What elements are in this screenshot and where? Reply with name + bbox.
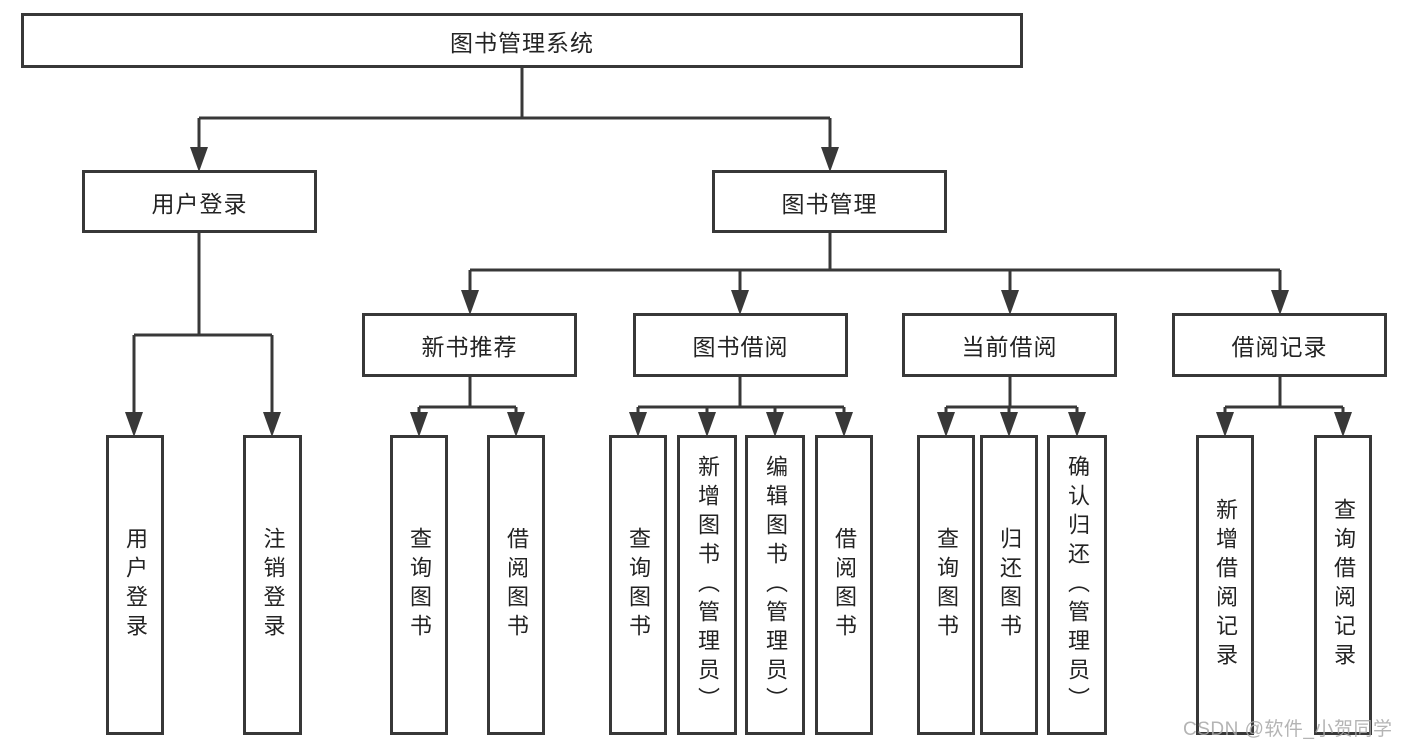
leaf-label: 注销登录 bbox=[260, 527, 286, 643]
arrow-down-icon bbox=[629, 412, 647, 437]
node-label: 图书管理系统 bbox=[450, 29, 594, 56]
arrow-down-icon bbox=[1216, 412, 1234, 437]
node-label: 当前借阅 bbox=[961, 334, 1058, 360]
node-borrow-records: 借阅记录 bbox=[1172, 313, 1387, 377]
leaf-label: 借阅图书 bbox=[832, 527, 857, 643]
node-book-management: 图书管理 bbox=[712, 170, 947, 233]
arrow-down-icon bbox=[263, 412, 281, 437]
arrow-down-icon bbox=[937, 412, 955, 437]
node-label: 用户登录 bbox=[151, 190, 248, 217]
leaf-query-books: 查询图书 bbox=[390, 435, 448, 735]
leaf-label: 借阅图书 bbox=[504, 527, 529, 643]
leaf-query-borrow-record: 查询借阅记录 bbox=[1314, 435, 1372, 735]
leaf-label: 查询图书 bbox=[626, 527, 651, 643]
arrow-down-icon bbox=[698, 412, 716, 437]
arrow-down-icon bbox=[835, 412, 853, 437]
leaf-label: 查询图书 bbox=[934, 527, 959, 643]
arrow-down-icon bbox=[1271, 290, 1289, 315]
leaf-label: 确认归还（管理员） bbox=[1065, 454, 1090, 716]
arrow-down-icon bbox=[1068, 412, 1086, 437]
node-label: 图书管理 bbox=[781, 190, 878, 217]
arrow-down-icon bbox=[507, 412, 525, 437]
node-label: 新书推荐 bbox=[421, 334, 518, 360]
watermark: CSDN @软件_小贺同学 bbox=[1183, 719, 1393, 740]
node-library-system: 图书管理系统 bbox=[21, 13, 1023, 68]
leaf-label: 新增图书（管理员） bbox=[695, 454, 720, 716]
arrow-down-icon bbox=[1000, 412, 1018, 437]
node-label: 图书借阅 bbox=[692, 334, 789, 360]
node-book-borrow: 图书借阅 bbox=[633, 313, 848, 377]
leaf-user-login: 用户登录 bbox=[106, 435, 164, 735]
leaf-logout: 注销登录 bbox=[243, 435, 302, 735]
leaf-label: 查询图书 bbox=[407, 527, 432, 643]
leaf-add-books-admin: 新增图书（管理员） bbox=[677, 435, 737, 735]
arrow-down-icon bbox=[821, 147, 839, 172]
leaf-query-books: 查询图书 bbox=[917, 435, 975, 735]
node-new-book-recommend: 新书推荐 bbox=[362, 313, 577, 377]
node-label: 借阅记录 bbox=[1231, 334, 1328, 360]
arrow-down-icon bbox=[190, 147, 208, 172]
node-user-login: 用户登录 bbox=[82, 170, 317, 233]
leaf-label: 用户登录 bbox=[123, 527, 148, 643]
arrow-down-icon bbox=[461, 290, 479, 315]
leaf-label: 归还图书 bbox=[997, 527, 1022, 643]
leaf-query-books: 查询图书 bbox=[609, 435, 667, 735]
arrow-down-icon bbox=[731, 290, 749, 315]
leaf-borrow-books: 借阅图书 bbox=[815, 435, 873, 735]
leaf-label: 编辑图书（管理员） bbox=[763, 454, 788, 716]
leaf-label: 查询借阅记录 bbox=[1331, 498, 1356, 672]
node-current-borrow: 当前借阅 bbox=[902, 313, 1117, 377]
leaf-label: 新增借阅记录 bbox=[1213, 498, 1238, 672]
arrow-down-icon bbox=[766, 412, 784, 437]
leaf-edit-books-admin: 编辑图书（管理员） bbox=[745, 435, 805, 735]
leaf-borrow-books: 借阅图书 bbox=[487, 435, 545, 735]
leaf-return-books: 归还图书 bbox=[980, 435, 1038, 735]
leaf-confirm-return-admin: 确认归还（管理员） bbox=[1047, 435, 1107, 735]
arrow-down-icon bbox=[1334, 412, 1352, 437]
arrow-down-icon bbox=[410, 412, 428, 437]
arrow-down-icon bbox=[1001, 290, 1019, 315]
arrow-down-icon bbox=[125, 412, 143, 437]
leaf-add-borrow-record: 新增借阅记录 bbox=[1196, 435, 1254, 735]
